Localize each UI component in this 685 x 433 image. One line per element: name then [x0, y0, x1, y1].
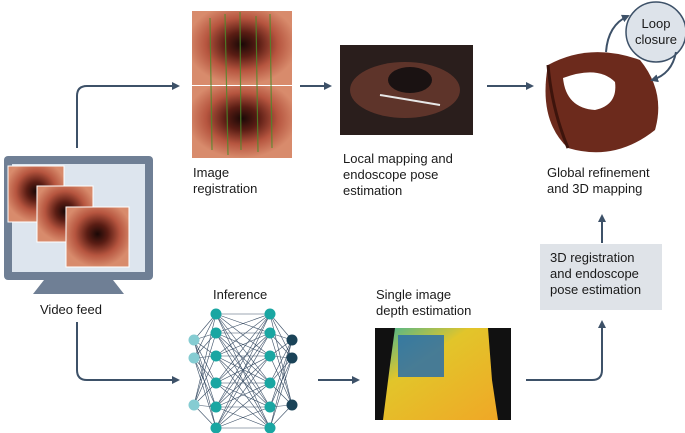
nn-edge	[215, 355, 271, 429]
nn-edge	[215, 406, 271, 429]
nn-edge	[215, 313, 271, 384]
global-3d-model	[545, 52, 659, 153]
nn-edge	[193, 355, 217, 406]
nn-node	[210, 308, 222, 320]
nn-edge	[193, 357, 217, 408]
nn-edge	[215, 355, 271, 408]
nn-node	[264, 422, 276, 433]
nn-edge	[269, 357, 293, 429]
nn-edge	[269, 357, 293, 408]
nn-node	[264, 327, 276, 339]
nn-node	[210, 327, 222, 339]
nn-edge	[269, 339, 293, 384]
video-feed-label: Video feed	[40, 302, 102, 317]
arrow-loop-closure-up	[605, 14, 630, 53]
arrow-video-to-inference	[76, 322, 180, 384]
image-registration-frames	[192, 11, 292, 158]
nn-edge	[215, 332, 271, 429]
nn-edge	[269, 313, 293, 341]
nn-node	[210, 377, 222, 389]
arrow-depth-to-registration	[526, 320, 606, 381]
nn-node	[286, 334, 298, 346]
nn-node	[264, 401, 276, 413]
nn-node	[188, 334, 200, 346]
local-mapping-pointcloud	[340, 45, 473, 135]
nn-edge	[193, 313, 217, 359]
flow-arrows	[76, 14, 677, 384]
nn-edge	[215, 313, 271, 429]
nn-edge	[215, 382, 271, 408]
nn-node	[210, 401, 222, 413]
arrow-loop-closure-down	[650, 51, 677, 83]
nn-edge	[193, 357, 217, 429]
nn-node	[264, 308, 276, 320]
nn-edge	[193, 332, 217, 359]
inference-label: Inference	[213, 287, 268, 302]
nn-edge	[215, 332, 271, 357]
nn-node	[286, 399, 298, 411]
nn-edge	[269, 332, 293, 406]
nn-edge	[215, 313, 271, 357]
video-monitor	[4, 156, 153, 294]
nn-edge	[193, 339, 217, 384]
loop-closure-circle	[625, 1, 685, 63]
nn-node	[210, 350, 222, 362]
nn-edge	[193, 357, 217, 384]
nn-node	[188, 399, 200, 411]
nn-edge	[215, 313, 271, 408]
nn-edge	[193, 313, 217, 341]
nn-edge	[215, 332, 271, 408]
nn-node	[264, 377, 276, 389]
depth-map	[375, 328, 511, 420]
neural-network	[188, 308, 298, 433]
nn-edge	[269, 355, 293, 406]
nn-edge	[215, 332, 271, 384]
nn-edge	[215, 382, 271, 429]
image-registration-label: Image registration	[193, 165, 258, 196]
single-image-depth-label: Single image depth estimation	[376, 287, 472, 318]
nn-edge	[215, 313, 271, 334]
nn-node	[188, 352, 200, 364]
nn-node	[264, 350, 276, 362]
nn-edge	[269, 339, 293, 408]
global-refinement-label: Global refinement and 3D mapping	[547, 165, 650, 196]
nn-edge	[193, 332, 217, 406]
nn-edge	[269, 357, 293, 384]
arrow-video-to-registration	[76, 82, 180, 148]
nn-node	[210, 422, 222, 433]
loop-closure-label: Loop closure	[635, 16, 677, 47]
nn-node	[286, 352, 298, 364]
local-mapping-label: Local mapping and endoscope pose estimat…	[343, 151, 453, 198]
registration-box: 3D registration and endoscope pose estim…	[540, 244, 662, 310]
